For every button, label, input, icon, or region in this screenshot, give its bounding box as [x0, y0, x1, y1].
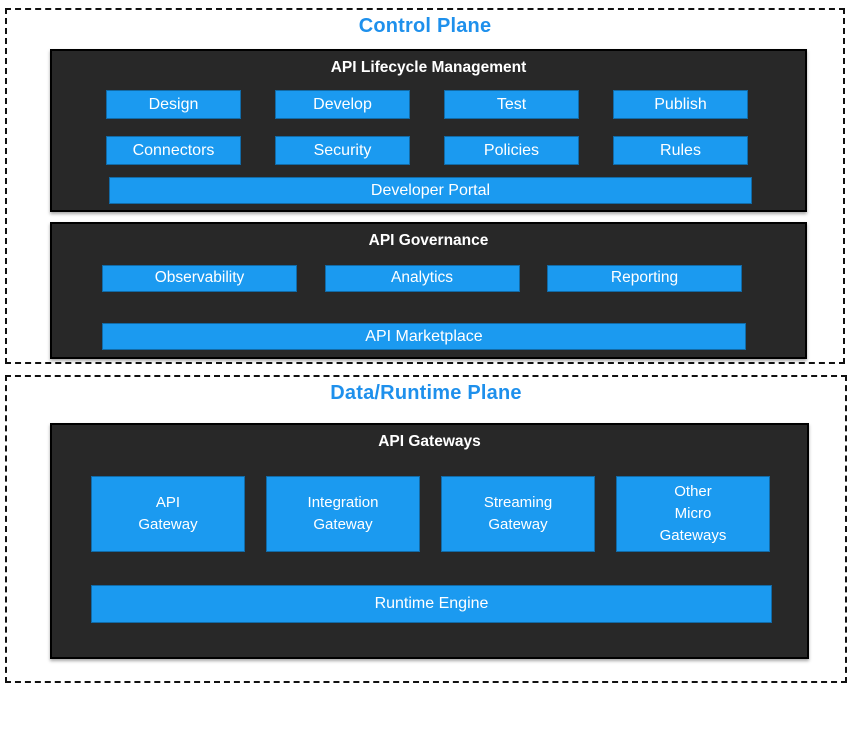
governance-row: Observability Analytics Reporting — [102, 265, 742, 292]
node-security: Security — [275, 136, 410, 165]
data-runtime-plane-title: Data/Runtime Plane — [330, 382, 522, 404]
node-develop: Develop — [275, 90, 410, 119]
node-reporting: Reporting — [547, 265, 742, 292]
api-lifecycle-panel-title: API Lifecycle Management — [330, 59, 527, 76]
node-integration-gateway: Integration Gateway — [266, 476, 420, 552]
node-rules: Rules — [613, 136, 748, 165]
lifecycle-row-1: Design Develop Test Publish — [106, 90, 748, 119]
api-governance-panel: API Governance Observability Analytics R… — [50, 222, 807, 359]
node-api-gateway: API Gateway — [91, 476, 245, 552]
node-runtime-engine: Runtime Engine — [91, 585, 772, 623]
node-analytics: Analytics — [324, 265, 520, 292]
api-gateways-panel: API Gateways API Gateway Integration Gat… — [50, 423, 809, 659]
control-plane-title: Control Plane — [358, 15, 492, 37]
gateways-row: API Gateway Integration Gateway Streamin… — [91, 476, 770, 552]
api-gateways-panel-title: API Gateways — [378, 433, 481, 450]
node-developer-portal: Developer Portal — [109, 177, 752, 204]
node-api-marketplace: API Marketplace — [102, 323, 746, 350]
node-observability: Observability — [102, 265, 297, 292]
lifecycle-row-2: Connectors Security Policies Rules — [106, 136, 748, 165]
api-lifecycle-panel: API Lifecycle Management Design Develop … — [50, 49, 807, 212]
api-governance-panel-title: API Governance — [368, 232, 489, 249]
node-streaming-gateway: Streaming Gateway — [441, 476, 595, 552]
node-design: Design — [106, 90, 241, 119]
node-test: Test — [444, 90, 579, 119]
node-policies: Policies — [444, 136, 579, 165]
control-plane-container: Control Plane API Lifecycle Management D… — [5, 8, 845, 364]
node-connectors: Connectors — [106, 136, 241, 165]
data-runtime-plane-container: Data/Runtime Plane API Gateways API Gate… — [5, 375, 847, 683]
node-publish: Publish — [613, 90, 748, 119]
node-other-micro-gateways: Other Micro Gateways — [616, 476, 770, 552]
